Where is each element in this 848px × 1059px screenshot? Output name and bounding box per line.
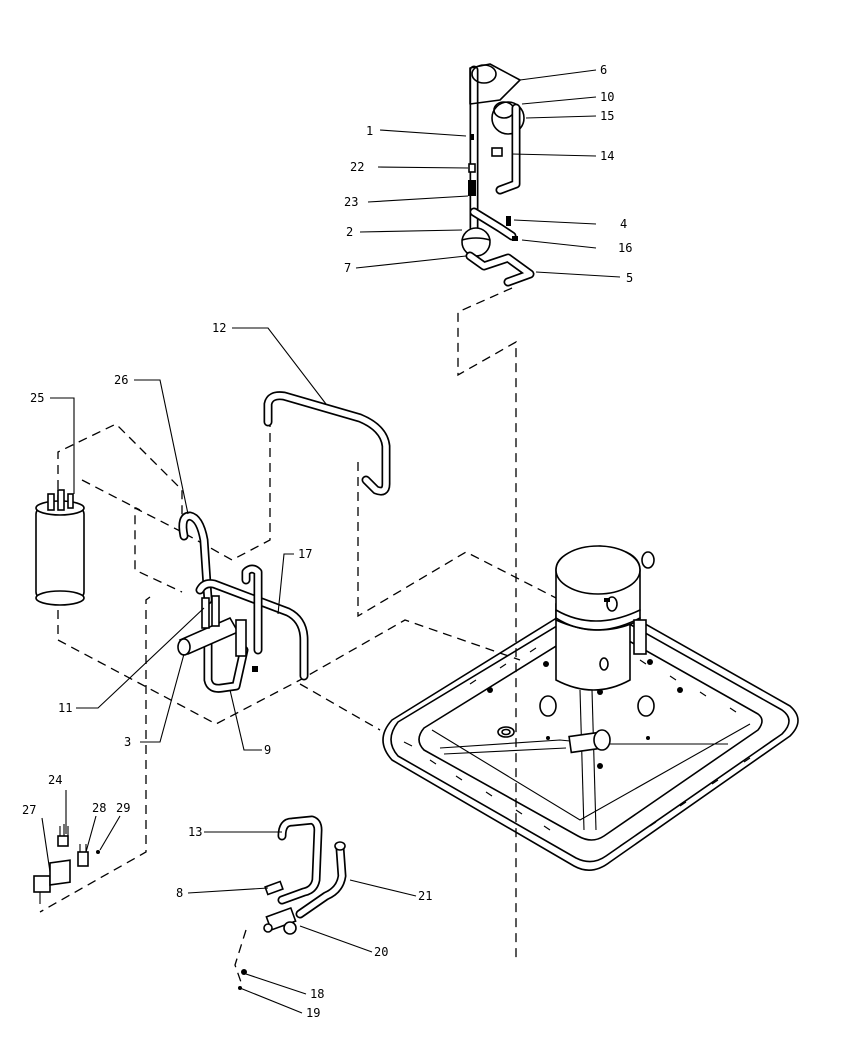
callout-8: 8 — [176, 886, 183, 900]
callout-14: 14 — [600, 149, 614, 163]
accumulator-25 — [35, 489, 85, 606]
electrical-parts — [33, 824, 100, 904]
callout-25: 25 — [30, 391, 44, 405]
callout-24: 24 — [48, 773, 62, 787]
callout-28: 28 — [92, 801, 106, 815]
callout-7: 7 — [344, 261, 351, 275]
callout-6: 6 — [600, 63, 607, 77]
callout-10: 10 — [600, 90, 614, 104]
tube-26 — [178, 511, 213, 605]
callout-5: 5 — [626, 271, 633, 285]
callout-3: 3 — [124, 735, 131, 749]
callout-20: 20 — [374, 945, 388, 959]
callout-2: 2 — [346, 225, 353, 239]
callout-19: 19 — [306, 1006, 320, 1020]
callout-22: 22 — [350, 160, 364, 174]
callout-1: 1 — [366, 124, 373, 138]
callout-15: 15 — [600, 109, 614, 123]
callout-26: 26 — [114, 373, 128, 387]
callout-17: 17 — [298, 547, 312, 561]
tube-12 — [263, 391, 391, 496]
dashed-assembly-lines — [39, 287, 561, 986]
callout-23: 23 — [344, 195, 358, 209]
callout-21: 21 — [418, 889, 432, 903]
reversing-valve-assembly — [177, 564, 309, 693]
callout-16: 16 — [618, 241, 632, 255]
callout-13: 13 — [188, 825, 202, 839]
callout-11: 11 — [58, 701, 72, 715]
callout-29: 29 — [116, 801, 130, 815]
callout-labels: 6 10 15 1 14 22 23 4 2 16 7 5 12 26 25 1… — [22, 63, 633, 1020]
callout-4: 4 — [620, 217, 627, 231]
leader-lines — [41, 69, 621, 1014]
callout-18: 18 — [310, 987, 324, 1001]
top-valve-assembly — [461, 63, 535, 287]
callout-12: 12 — [212, 321, 226, 335]
lower-tubes — [238, 815, 347, 990]
compressor — [555, 545, 655, 691]
callout-9: 9 — [264, 743, 271, 757]
callout-27: 27 — [22, 803, 36, 817]
